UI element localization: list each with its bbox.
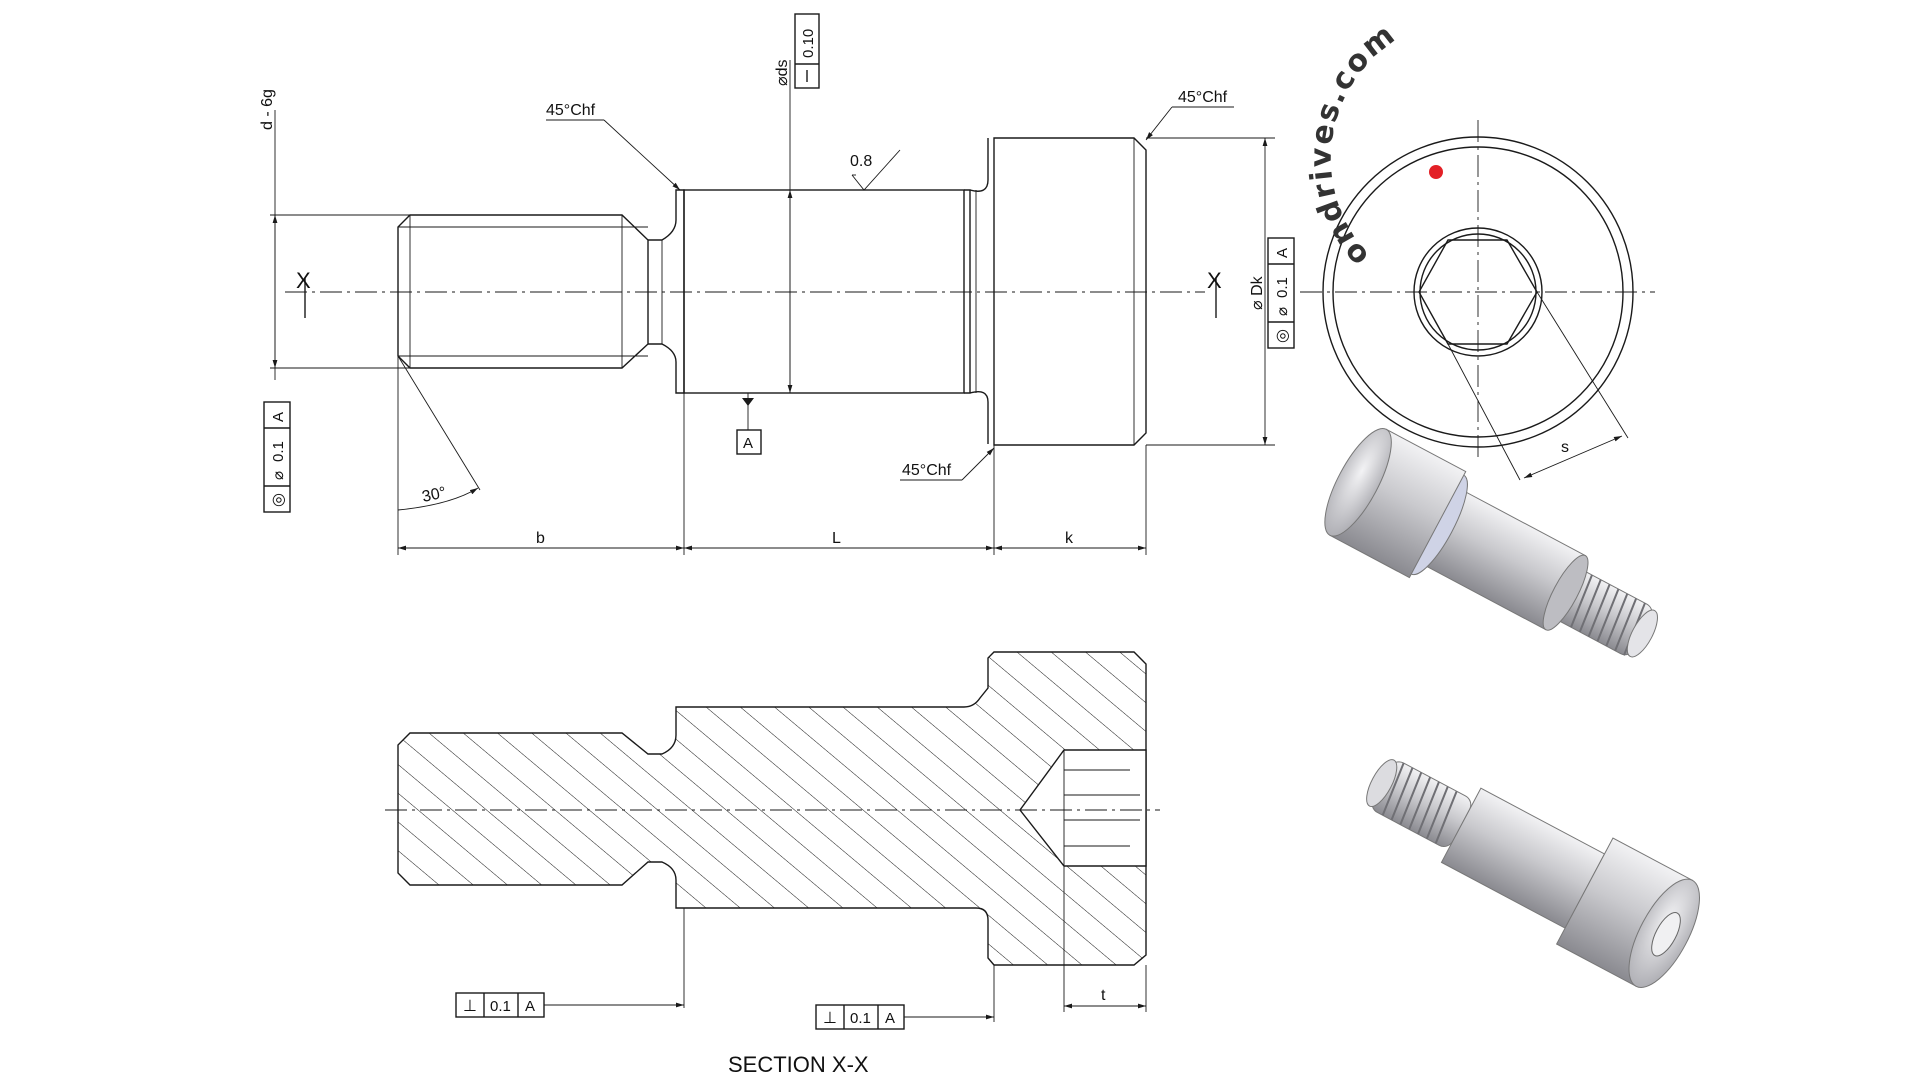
render-view-1 [1324,428,1658,658]
surface-roughness: 0.8 [850,153,872,170]
svg-text:◎: ◎ [270,493,287,507]
section-mark-right: X [1207,268,1222,293]
socket-cavity [1019,749,1147,867]
chamfer-label-head-top: 45°Chf [1178,89,1228,106]
thread-dimension: d - 6g [259,89,276,130]
thread-section [397,214,649,369]
perpendicularity-frame-2: ⊥ 0.1 A [815,1004,905,1030]
dimension-s: s [1561,439,1569,456]
chamfer-label-head-bottom: 45°Chf [902,462,952,479]
render-view-2 [1366,759,1700,988]
svg-text:0.1: 0.1 [1274,277,1291,298]
logo-dot [1429,165,1443,179]
svg-text:⊥: ⊥ [823,1010,837,1027]
dimension-l: L [832,530,841,547]
svg-text:⊥: ⊥ [463,998,477,1015]
dimension-t: t [1101,987,1106,1004]
chamfer-label-shoulder: 45°Chf [546,102,596,119]
svg-text:A: A [270,412,287,422]
side-view: X X d - 6g ◎ ⌀ 0.1 A 30° 45°Chf ⌀ds [259,13,1295,555]
section-title: SECTION X-X [728,1052,869,1077]
svg-text:A: A [743,435,753,452]
perpendicularity-frame-1: ⊥ 0.1 A [455,992,545,1018]
shoulder-body [683,189,965,394]
dimension-k: k [1065,530,1074,547]
logo-text: ondrives.com [1304,16,1403,273]
section-mark-left: X [296,268,311,293]
flatness-frame: 0.10 [794,13,820,89]
svg-text:0.10: 0.10 [800,29,817,58]
dimension-b: b [536,530,545,547]
section-outline [397,651,1147,966]
svg-text:A: A [525,998,535,1015]
head-diameter: ⌀ Dk [1249,275,1266,310]
shoulder-diameter: ⌀ds [774,59,791,86]
svg-text:⌀: ⌀ [270,471,287,480]
concentricity-frame-right: ◎ ⌀ 0.1 A [1267,237,1295,349]
undercut [648,189,685,394]
svg-text:0.1: 0.1 [850,1010,871,1027]
svg-text:0.1: 0.1 [270,441,287,462]
svg-text:⌀: ⌀ [1274,307,1291,316]
thread-angle: 30° [421,484,448,506]
head [993,137,1147,446]
concentricity-frame-left: ◎ ⌀ 0.1 A [263,401,291,513]
svg-text:A: A [1274,248,1291,258]
svg-text:0.1: 0.1 [490,998,511,1015]
section-view: ⊥ 0.1 A ⊥ 0.1 A t SECTION X-X [385,651,1160,1077]
end-view: ondrives.com s [1300,16,1655,481]
svg-text:A: A [885,1010,895,1027]
svg-text:◎: ◎ [1274,329,1291,343]
datum-a-box [736,429,762,455]
head-undercut [964,138,989,444]
